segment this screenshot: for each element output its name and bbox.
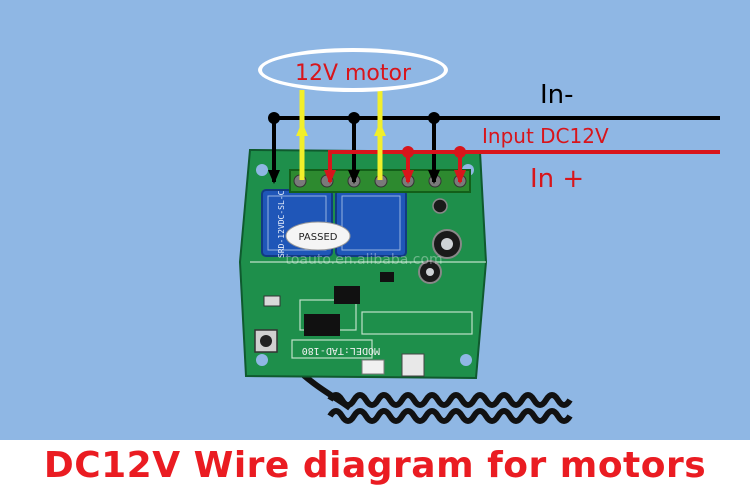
footer-title: DC12V Wire diagram for motors — [43, 445, 707, 486]
relay-2 — [335, 189, 407, 257]
passed-sticker: PASSED — [285, 221, 351, 251]
capacitor — [418, 260, 442, 284]
passed-text: PASSED — [299, 232, 338, 243]
push-button — [254, 329, 278, 353]
input-voltage-label: Input DC12V — [482, 124, 609, 148]
motor-label: 12V motor — [258, 48, 448, 92]
mounting-hole — [256, 354, 268, 366]
capacitor — [432, 229, 462, 259]
transistor — [380, 272, 394, 282]
ic-chip — [304, 314, 340, 336]
model-silkscreen: MODEL:TAD-180 — [302, 345, 380, 356]
mounting-hole — [460, 354, 472, 366]
ic-chip — [334, 286, 360, 304]
in-minus-label: In- — [540, 80, 574, 110]
connector-block — [401, 353, 425, 377]
negative-wire-arrows — [268, 112, 440, 184]
positive-wire-arrows — [324, 146, 466, 184]
watermark: toauto.en.alibaba.com — [285, 252, 442, 268]
mounting-hole — [256, 164, 268, 176]
motor-wire-arrows — [296, 122, 386, 136]
relay-silkscreen: SRD-12VDC-SL-C — [277, 190, 286, 258]
capacitor — [432, 198, 448, 214]
footer-banner — [0, 440, 750, 500]
led — [263, 295, 281, 307]
connector-block — [361, 359, 385, 375]
in-plus-label: In + — [530, 164, 585, 194]
